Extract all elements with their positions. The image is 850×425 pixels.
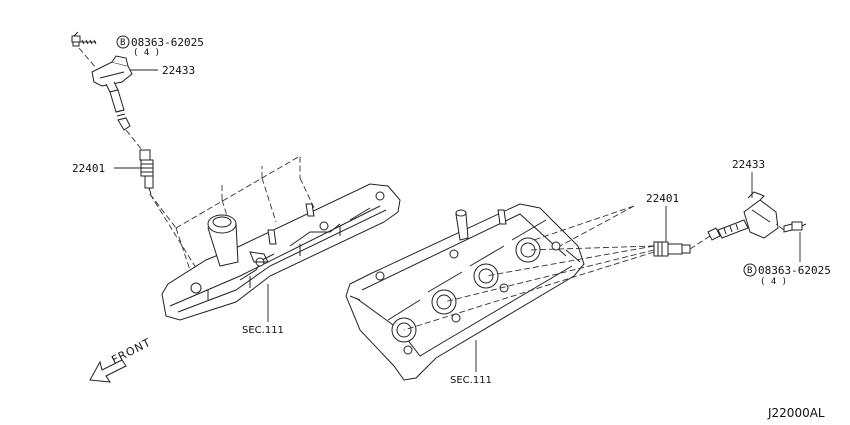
bolt-right-quantity: ( 4 ) (760, 277, 787, 287)
bolt-left-mark: B (120, 38, 125, 48)
coil-left-part-number: 22433 (162, 64, 195, 77)
spark-plug-left[interactable] (139, 149, 154, 195)
coil-left-guide (125, 129, 143, 151)
front-label: FRONT (109, 336, 153, 367)
bolt-left-quantity: ( 4 ) (133, 48, 160, 58)
spark-plug-right[interactable] (653, 241, 691, 257)
valve-cover-right[interactable] (345, 203, 585, 381)
bolt-left[interactable] (71, 31, 97, 47)
coil-right-part-number: 22433 (732, 158, 765, 171)
sec-right-label: SEC.111 (450, 375, 492, 386)
coil-right-guide (689, 235, 711, 250)
valve-cover-left[interactable] (161, 183, 401, 321)
plug-right-guides (403, 205, 655, 331)
bolt-right-mark: B (747, 266, 752, 276)
ignition-coil-left[interactable] (91, 55, 133, 131)
bolt-left-label: B 08363-62025 ( 4 ) (116, 35, 204, 58)
bolt-left-part-number: 08363-62025 (131, 36, 204, 49)
sec-left-label: SEC.111 (242, 325, 284, 336)
diagram-id: J22000AL (767, 406, 825, 420)
bolt-right-part-number: 08363-62025 (758, 264, 831, 277)
ignition-coil-right[interactable] (707, 191, 779, 241)
bolt-right-label: B 08363-62025 ( 4 ) (743, 263, 831, 287)
bolt-right[interactable] (783, 221, 807, 233)
front-arrow: FRONT (89, 336, 153, 383)
plug-left-part-number: 22401 (72, 162, 105, 175)
bolt-left-guide (78, 47, 97, 69)
bolt-right-guide (775, 223, 785, 231)
plug-right-part-number: 22401 (646, 192, 679, 205)
